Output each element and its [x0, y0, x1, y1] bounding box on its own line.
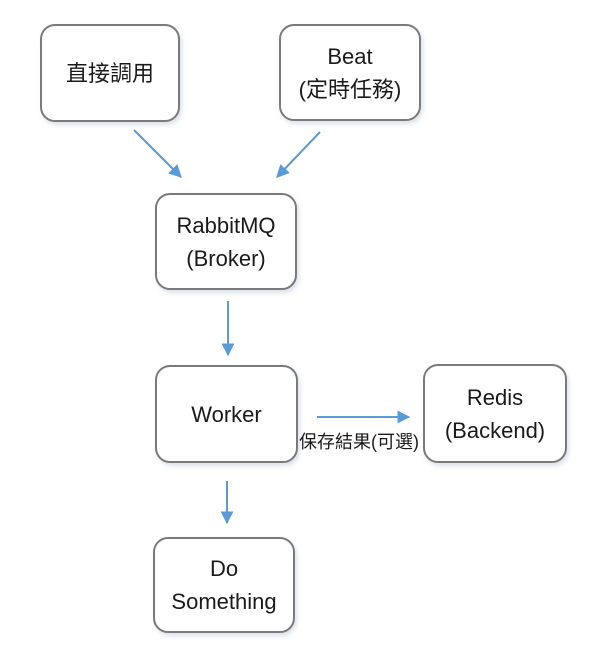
- node-redis-label-line2: (Backend): [444, 417, 546, 443]
- node-rabbitmq: RabbitMQ (Broker): [155, 193, 297, 290]
- node-beat-label-line2: (定時任務): [298, 76, 402, 102]
- node-do-something: Do Something: [153, 537, 295, 633]
- node-beat-label-line1: Beat: [327, 43, 373, 69]
- node-worker: Worker: [155, 365, 298, 463]
- node-do-something-label-line2: Something: [171, 589, 277, 614]
- node-redis: Redis (Backend): [423, 364, 567, 463]
- node-rabbitmq-label-line1: RabbitMQ: [176, 212, 276, 238]
- node-beat: Beat (定時任務): [279, 24, 421, 121]
- node-rabbitmq-label-line2: (Broker): [186, 245, 266, 271]
- edge-label-save-result: 保存結果(可選): [299, 432, 419, 452]
- node-direct-call: 直接調用: [40, 24, 180, 122]
- node-do-something-label-line1: Do: [209, 556, 239, 581]
- node-redis-label-line1: Redis: [466, 384, 524, 410]
- arrow-direct-call-to-rabbitmq: [133, 129, 182, 178]
- node-direct-call-label: 直接調用: [65, 60, 154, 86]
- arrow-beat-to-rabbitmq: [276, 131, 321, 178]
- node-worker-label: Worker: [191, 401, 262, 427]
